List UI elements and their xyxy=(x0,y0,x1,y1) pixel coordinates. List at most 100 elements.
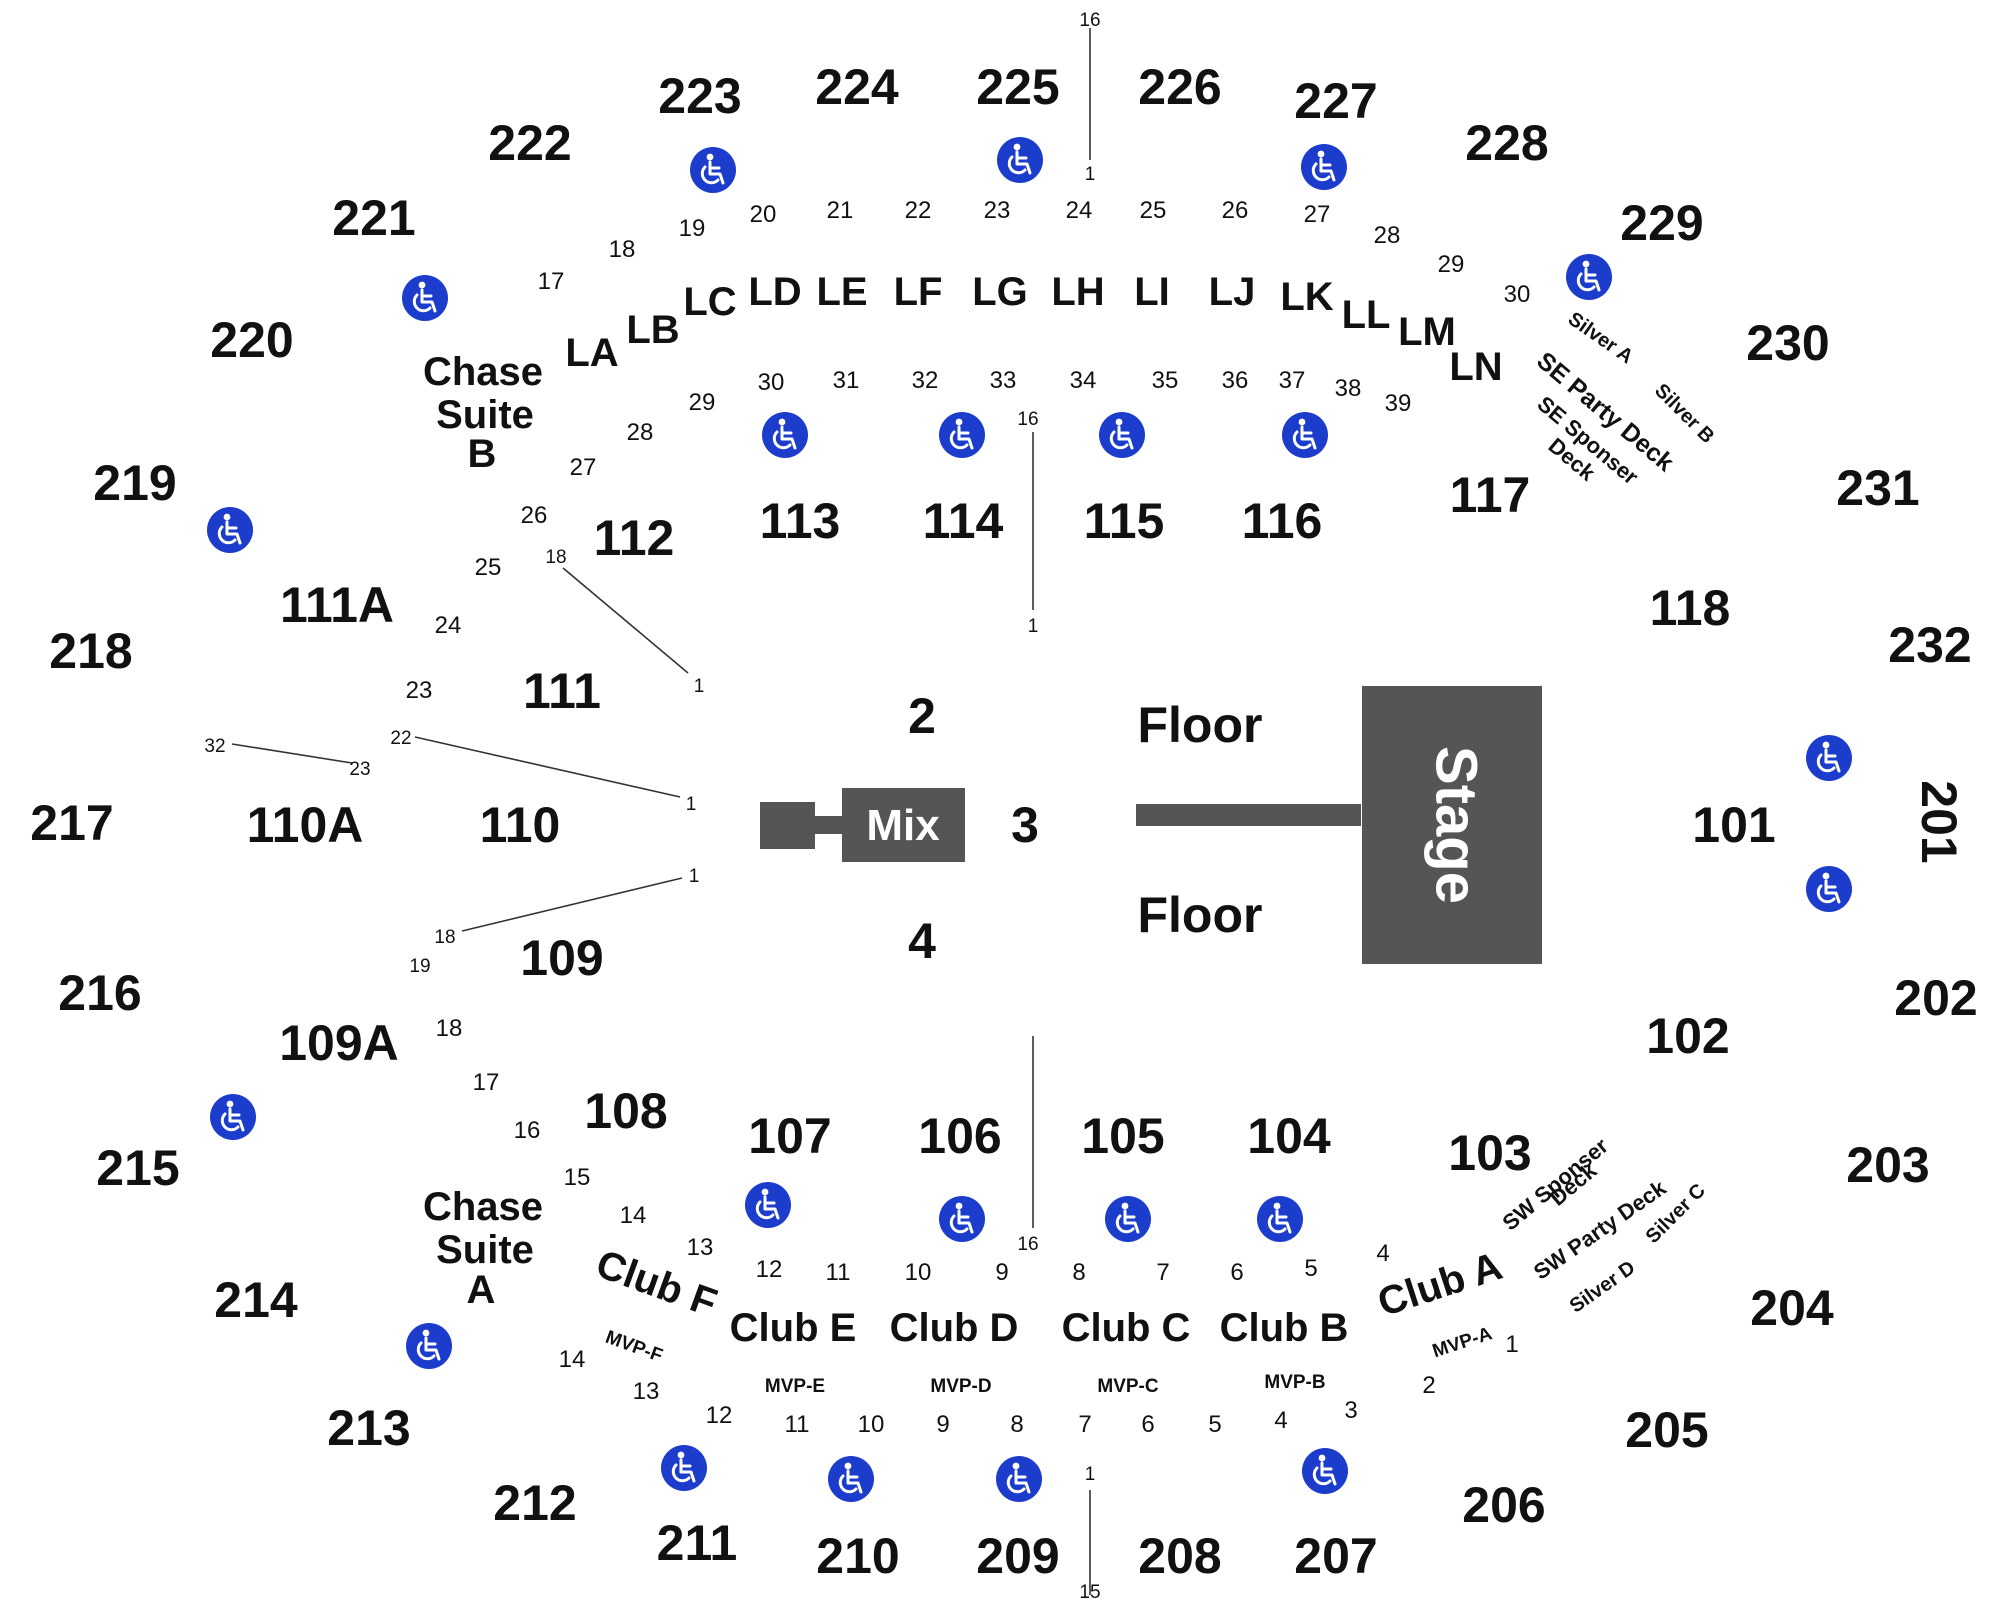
section-111[interactable]: 111 xyxy=(523,663,601,719)
loge-la[interactable]: LA xyxy=(565,331,618,375)
section-222[interactable]: 222 xyxy=(488,115,571,171)
section-114[interactable]: 114 xyxy=(923,493,1004,549)
suite-number[interactable]: 27 xyxy=(1304,201,1331,228)
wheelchair-icon[interactable] xyxy=(688,145,738,195)
section-118[interactable]: 118 xyxy=(1650,580,1731,636)
suite-number[interactable]: 7 xyxy=(1078,1411,1091,1438)
suite-number[interactable]: 29 xyxy=(689,389,716,416)
club-b[interactable]: Club B xyxy=(1220,1306,1349,1350)
wheelchair-icon[interactable] xyxy=(937,1194,987,1244)
wheelchair-icon[interactable] xyxy=(760,410,810,460)
section-205[interactable]: 205 xyxy=(1625,1402,1708,1458)
section-216[interactable]: 216 xyxy=(58,965,141,1021)
wheelchair-icon[interactable] xyxy=(1299,142,1349,192)
section-231[interactable]: 231 xyxy=(1836,460,1919,516)
chase-suite-b-line1[interactable]: Chase xyxy=(423,350,543,394)
suite-number[interactable]: 35 xyxy=(1152,367,1179,394)
wheelchair-icon[interactable] xyxy=(1564,252,1614,302)
section-110[interactable]: 110 xyxy=(480,797,561,853)
club-d[interactable]: Club D xyxy=(890,1306,1019,1350)
suite-number[interactable]: 15 xyxy=(564,1164,591,1191)
suite-number[interactable]: 39 xyxy=(1385,390,1412,417)
suite-number[interactable]: 10 xyxy=(905,1259,932,1286)
suite-number[interactable]: 24 xyxy=(1066,197,1093,224)
suite-number[interactable]: 3 xyxy=(1344,1397,1357,1424)
stage[interactable] xyxy=(1362,686,1542,964)
wheelchair-icon[interactable] xyxy=(1103,1194,1153,1244)
loge-ln[interactable]: LN xyxy=(1449,345,1502,389)
section-219[interactable]: 219 xyxy=(93,455,176,511)
loge-le[interactable]: LE xyxy=(816,270,867,314)
mvp-b[interactable]: MVP-B xyxy=(1264,1372,1325,1393)
wheelchair-icon[interactable] xyxy=(400,273,450,323)
mvp-c[interactable]: MVP-C xyxy=(1097,1376,1159,1397)
loge-ld[interactable]: LD xyxy=(748,270,801,314)
wheelchair-icon[interactable] xyxy=(995,135,1045,185)
section-103[interactable]: 103 xyxy=(1448,1125,1531,1181)
suite-number[interactable]: 30 xyxy=(1504,281,1531,308)
mix-position[interactable] xyxy=(842,788,965,862)
chase-suite-a-line2[interactable]: Suite xyxy=(436,1228,534,1272)
suite-number[interactable]: 9 xyxy=(936,1411,949,1438)
wheelchair-icon[interactable] xyxy=(994,1454,1044,1504)
section-102[interactable]: 102 xyxy=(1646,1008,1729,1064)
suite-number[interactable]: 30 xyxy=(758,369,785,396)
section-232[interactable]: 232 xyxy=(1888,617,1971,673)
wheelchair-icon[interactable] xyxy=(404,1321,454,1371)
loge-lf[interactable]: LF xyxy=(894,270,943,314)
suite-number[interactable]: 33 xyxy=(990,367,1017,394)
suite-number[interactable]: 1 xyxy=(1505,1331,1518,1358)
suite-number[interactable]: 2 xyxy=(1422,1372,1435,1399)
section-111a[interactable]: 111A xyxy=(280,577,394,633)
section-207[interactable]: 207 xyxy=(1294,1528,1377,1584)
club-a[interactable]: Club A xyxy=(1373,1244,1508,1325)
section-110a[interactable]: 110A xyxy=(247,797,364,853)
section-101[interactable]: 101 xyxy=(1692,797,1775,853)
floor-label-south[interactable]: Floor xyxy=(1138,887,1263,943)
section-220[interactable]: 220 xyxy=(210,312,293,368)
suite-number[interactable]: 20 xyxy=(750,201,777,228)
suite-number[interactable]: 37 xyxy=(1279,367,1306,394)
wheelchair-icon[interactable] xyxy=(743,1180,793,1230)
wheelchair-icon[interactable] xyxy=(1255,1194,1305,1244)
wheelchair-icon[interactable] xyxy=(208,1092,258,1142)
loge-lh[interactable]: LH xyxy=(1051,270,1104,314)
suite-number[interactable]: 36 xyxy=(1222,367,1249,394)
club-e[interactable]: Club E xyxy=(730,1306,857,1350)
loge-lm[interactable]: LM xyxy=(1398,310,1456,354)
section-109a[interactable]: 109A xyxy=(279,1015,399,1071)
section-224[interactable]: 224 xyxy=(815,59,899,115)
section-230[interactable]: 230 xyxy=(1746,315,1829,371)
section-116[interactable]: 116 xyxy=(1242,493,1323,549)
suite-number[interactable]: 18 xyxy=(436,1015,463,1042)
section-206[interactable]: 206 xyxy=(1462,1477,1545,1533)
silver-a[interactable]: Silver A xyxy=(1564,308,1637,368)
silver-d[interactable]: Silver D xyxy=(1566,1257,1640,1318)
section-227[interactable]: 227 xyxy=(1294,73,1377,129)
suite-number[interactable]: 25 xyxy=(1140,197,1167,224)
suite-number[interactable]: 6 xyxy=(1230,1259,1243,1286)
suite-number[interactable]: 34 xyxy=(1070,367,1097,394)
section-109[interactable]: 109 xyxy=(520,930,603,986)
club-c[interactable]: Club C xyxy=(1062,1306,1191,1350)
suite-number[interactable]: 22 xyxy=(905,197,932,224)
suite-number[interactable]: 12 xyxy=(756,1256,783,1283)
mvp-d[interactable]: MVP-D xyxy=(930,1376,991,1397)
floor-label-north[interactable]: Floor xyxy=(1138,697,1263,753)
wheelchair-icon[interactable] xyxy=(826,1454,876,1504)
wheelchair-icon[interactable] xyxy=(1300,1446,1350,1496)
section-214[interactable]: 214 xyxy=(214,1272,298,1328)
section-105[interactable]: 105 xyxy=(1081,1108,1164,1164)
suite-number[interactable]: 18 xyxy=(609,236,636,263)
suite-number[interactable]: 4 xyxy=(1274,1407,1287,1434)
suite-number[interactable]: 7 xyxy=(1156,1259,1169,1286)
suite-number[interactable]: 5 xyxy=(1304,1255,1317,1282)
section-108[interactable]: 108 xyxy=(584,1083,667,1139)
section-213[interactable]: 213 xyxy=(327,1400,410,1456)
mvp-a[interactable]: MVP-A xyxy=(1430,1323,1495,1362)
suite-number[interactable]: 28 xyxy=(1374,222,1401,249)
section-113[interactable]: 113 xyxy=(760,493,841,549)
suite-number[interactable]: 8 xyxy=(1072,1259,1085,1286)
wheelchair-icon[interactable] xyxy=(1804,733,1854,783)
section-218[interactable]: 218 xyxy=(49,623,132,679)
